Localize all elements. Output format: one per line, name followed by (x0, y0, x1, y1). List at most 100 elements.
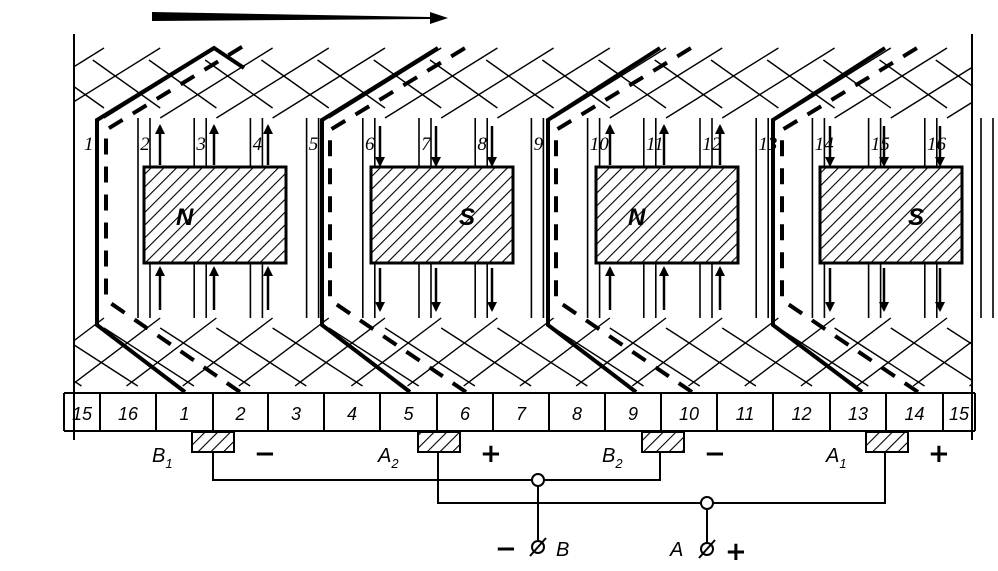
slot-number-label: 6 (365, 134, 375, 155)
end-connection-segment (294, 317, 386, 387)
brush-label: A1 (825, 445, 847, 471)
end-connection-segment (317, 59, 386, 109)
commutator-bar-label: 7 (516, 404, 527, 424)
end-connection-segment (216, 47, 330, 119)
current-direction-arrows (155, 124, 945, 312)
pole-piece-1: N (142, 165, 288, 265)
end-connection-segment (238, 317, 330, 387)
commutator-bar-label: 13 (848, 404, 868, 424)
end-connection-segment (575, 317, 667, 387)
a-brush-connection-wire (437, 453, 886, 545)
brushes: B1 − A2+ B2− A1+ (152, 431, 950, 471)
slot-number-label: 10 (590, 134, 610, 155)
commutator-bar-label: 4 (347, 404, 357, 424)
end-connection-segment (485, 59, 555, 109)
end-connection-segment (710, 59, 779, 109)
end-connection-segment (328, 327, 420, 387)
end-connection-segment (384, 47, 498, 119)
commutator-bar-label: 1 (179, 404, 189, 424)
commutator-bar-label: 2 (234, 404, 245, 424)
commutator-bar-label: 11 (736, 404, 755, 424)
pole-label: S (908, 204, 924, 231)
pole-piece-3: N (594, 165, 740, 265)
end-connection-segment (834, 327, 925, 387)
end-connection-segment (429, 59, 498, 109)
motion-direction-arrow (152, 12, 448, 24)
end-connection-segment (631, 317, 723, 387)
slot-number-label: 9 (534, 134, 544, 155)
end-connection-segment (834, 47, 948, 119)
slot-number-label: 3 (195, 134, 206, 155)
brush-a2: A2+ (377, 431, 502, 471)
end-connection-segment (665, 327, 757, 387)
slot-number-label: 11 (646, 134, 664, 155)
highlighted-coil-path (771, 46, 887, 394)
end-connection-segment (654, 59, 723, 109)
pole-piece-2: S (369, 165, 515, 265)
commutator-bar-label: 9 (628, 404, 638, 424)
end-connection-segment (350, 317, 442, 387)
end-connection-segment (497, 327, 588, 387)
brush-label: A2 (377, 445, 399, 471)
terminal-b-sign: − (495, 534, 517, 564)
bottom-end-connections (0, 30, 998, 400)
right-margin-mask (973, 30, 998, 400)
commutator-bar-label: 10 (679, 404, 699, 424)
end-connection-segment (541, 59, 611, 109)
end-connection-segment (159, 47, 273, 119)
highlighted-coil-path (546, 46, 662, 394)
brush-b1: B1 − (152, 431, 276, 471)
commutator-bar-label: 5 (403, 404, 414, 424)
highlighted-coil-path (95, 45, 246, 394)
slot-number-label: 13 (758, 134, 777, 155)
end-connection-segment (665, 47, 779, 119)
end-connection-segment (778, 327, 869, 387)
commutator-bar-label: 6 (460, 404, 471, 424)
end-connection-segment (688, 317, 779, 387)
commutator-bar-label: 8 (572, 404, 582, 424)
slot-number-label: 7 (421, 134, 432, 155)
slot-number-label: 2 (140, 134, 150, 155)
left-margin-mask (0, 30, 73, 400)
slot-number-label: 12 (702, 134, 722, 155)
brush-polarity-sign: − (254, 439, 276, 469)
end-connection-segment (407, 317, 498, 387)
end-connection-segment (721, 47, 835, 119)
brush-a1: A1+ (825, 431, 950, 471)
brush-b2: B2− (602, 431, 726, 471)
slot-number-label: 15 (871, 134, 890, 155)
slot-number-label: 16 (927, 134, 947, 155)
commutator-bar-label: 12 (791, 404, 811, 424)
a-junction-node (700, 496, 714, 510)
end-connection-segment (440, 327, 532, 387)
slot-number-label: 4 (253, 134, 263, 155)
end-connection-segment (721, 327, 813, 387)
end-connection-segment (92, 59, 161, 109)
commutator-bar-label: 3 (291, 404, 301, 424)
terminal-b-label: B (556, 539, 569, 561)
end-connection-segment (766, 59, 836, 109)
pole-piece-4: S (818, 165, 964, 265)
end-connection-segment (440, 47, 554, 119)
end-connection-segment (463, 317, 555, 387)
highlighted-coil-path (320, 46, 440, 394)
pole-label: N (176, 204, 194, 231)
brush-label: B2 (602, 445, 623, 471)
end-connection-segment (744, 317, 836, 387)
end-connection-segment (272, 47, 386, 119)
brush-label: B1 (152, 445, 173, 471)
end-connection-segment (800, 317, 892, 387)
end-connection-segment (103, 327, 195, 387)
end-connection-segment (260, 59, 330, 109)
brush-subscript: 2 (614, 456, 623, 471)
end-connection-segment (216, 327, 307, 387)
terminal-a-label: A (669, 539, 683, 561)
top-end-connections (0, 43, 998, 394)
end-connection-segment (384, 327, 476, 387)
end-connection-segment (856, 317, 948, 387)
brush-subscript: 1 (165, 456, 172, 471)
commutator-bar-label: 14 (904, 404, 924, 424)
